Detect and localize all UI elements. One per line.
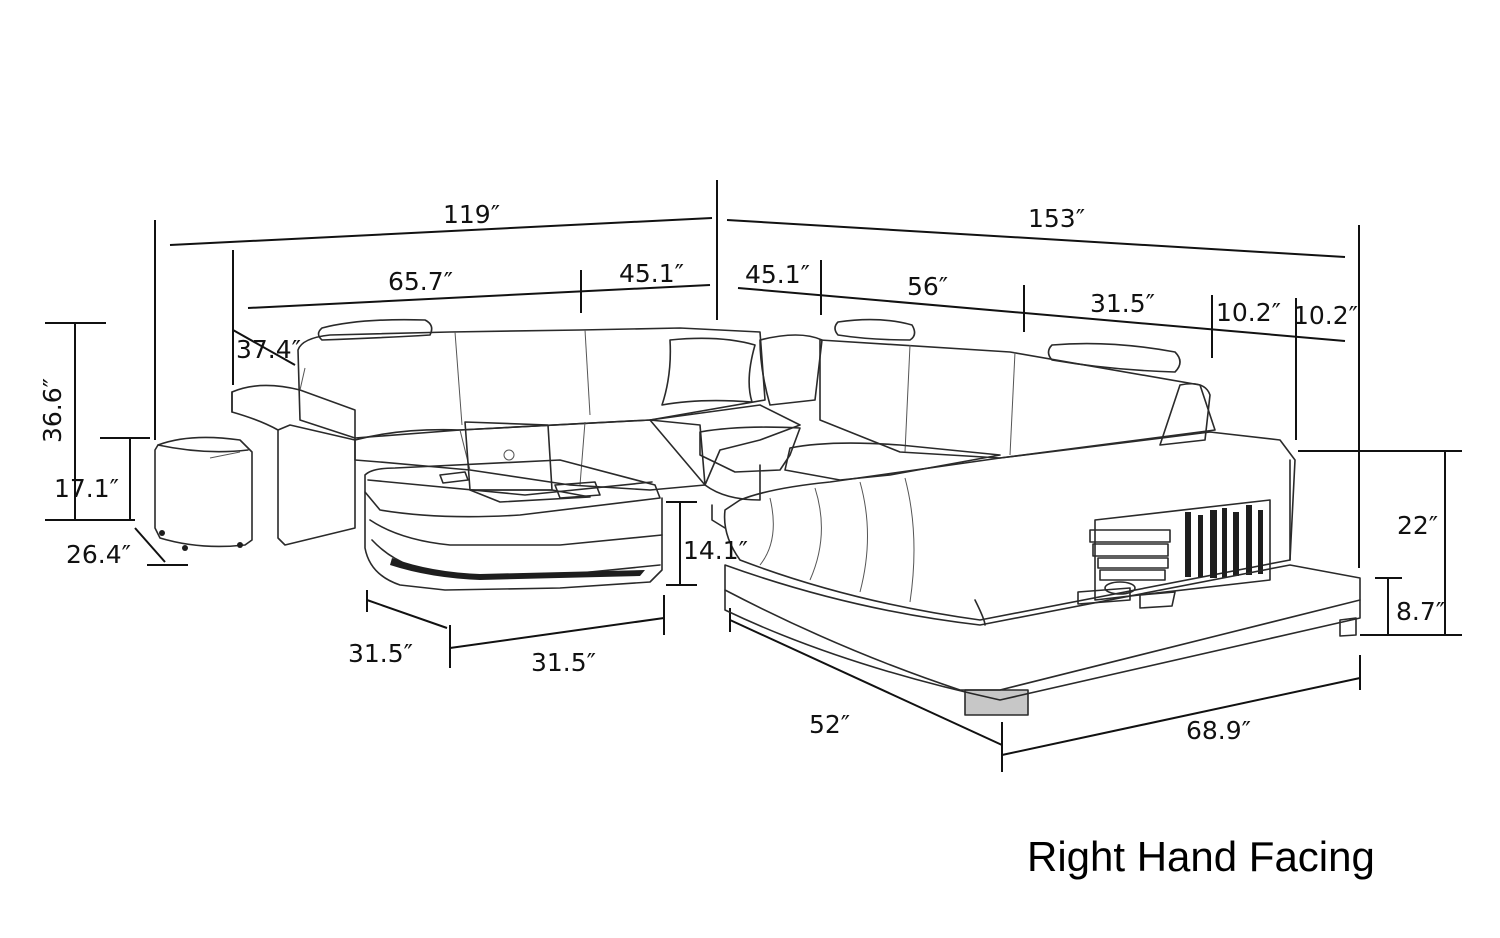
dim-table-depth: 31.5″ (348, 639, 414, 668)
dimension-lines (45, 180, 1462, 772)
dim-left-seat-width: 65.7″ (388, 267, 454, 296)
dim-ottoman-height: 17.1″ (54, 474, 120, 503)
dim-shelf-width-b: 10.2″ (1293, 301, 1359, 330)
dim-chaise-depth: 52″ (809, 710, 851, 739)
dim-left-corner-width: 45.1″ (619, 259, 685, 288)
dim-ottoman-depth: 26.4″ (66, 540, 132, 569)
dim-middle-seat-width: 56″ (907, 272, 949, 301)
dim-table-width: 31.5″ (531, 648, 597, 677)
shelf-books (1089, 505, 1263, 581)
diagram-caption: Right Hand Facing (1027, 833, 1375, 880)
sofa-sketch (154, 318, 1361, 716)
dim-chaise-length: 68.9″ (1186, 716, 1252, 745)
dim-arm-width: 37.4″ (236, 335, 302, 364)
dim-overall-right-width: 153″ (1028, 204, 1086, 233)
dim-platform-height: 8.7″ (1396, 597, 1446, 626)
dim-table-height: 14.1″ (683, 536, 749, 565)
dim-seat-height: 22″ (1397, 511, 1439, 540)
dim-overall-left-width: 119″ (443, 200, 501, 229)
dim-right-corner-width: 45.1″ (745, 260, 811, 289)
dim-chaise-seat-width: 31.5″ (1090, 289, 1156, 318)
dim-back-height: 36.6″ (38, 377, 68, 444)
dim-shelf-width-a: 10.2″ (1216, 298, 1282, 327)
